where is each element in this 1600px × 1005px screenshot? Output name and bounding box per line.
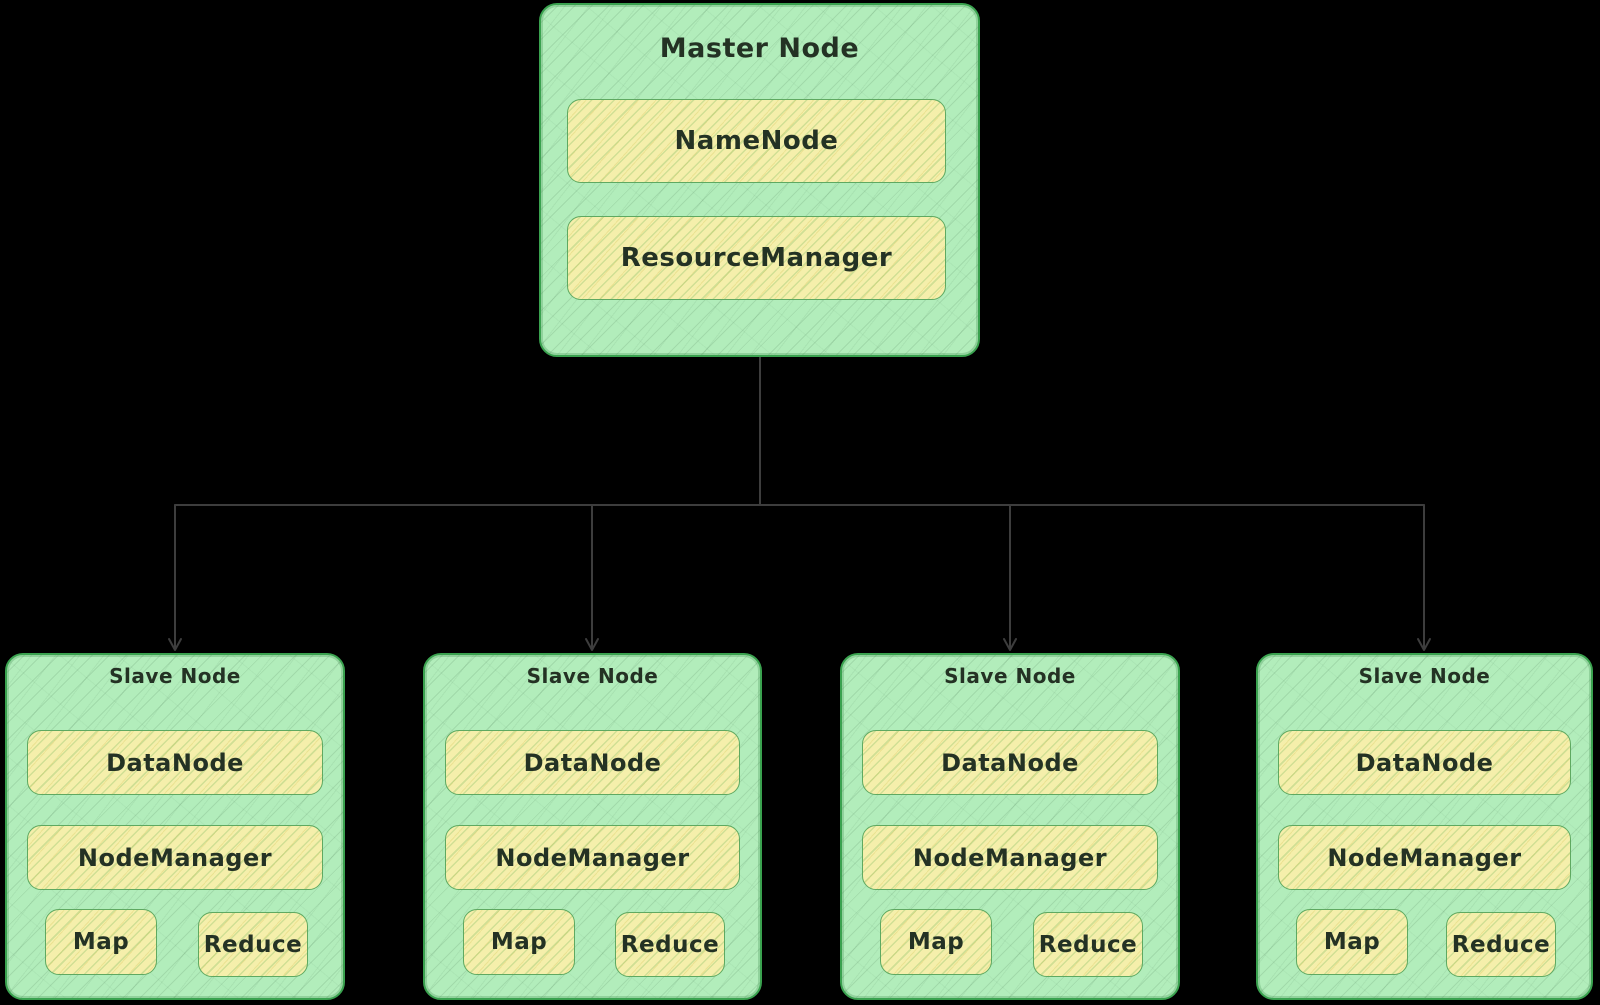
component-resourcemanager: ResourceManager [567,216,946,300]
component-label: DataNode [941,748,1079,777]
component-nodemanager: NodeManager [862,825,1158,890]
component-label: NodeManager [495,843,690,872]
arrowhead-down-icon [168,638,182,651]
task-label: Map [907,929,965,955]
component-label: NodeManager [1327,843,1522,872]
task-label: Reduce [1451,931,1551,958]
task-map: Map [463,909,575,975]
arrowhead-down-icon [1003,638,1017,651]
component-namenode: NameNode [567,99,946,183]
task-label: Map [72,929,130,955]
component-label: NodeManager [912,843,1108,872]
component-label: DataNode [106,748,244,777]
node-master: Master Node NameNode ResourceManager [539,3,980,357]
task-label: Map [1323,929,1381,955]
slave-node-title: Slave Node [109,664,241,688]
node-slave-4: Slave Node DataNode NodeManager Map Redu… [1256,653,1593,1000]
component-datanode: DataNode [862,730,1158,795]
arrowhead-down-icon [585,638,599,651]
task-label: Map [490,929,548,955]
task-label: Reduce [620,931,720,958]
component-datanode: DataNode [1278,730,1571,795]
component-datanode: DataNode [27,730,323,795]
component-label: NameNode [674,126,839,156]
task-reduce: Reduce [615,912,725,977]
node-slave-3: Slave Node DataNode NodeManager Map Redu… [840,653,1180,1000]
component-label: DataNode [523,748,662,777]
slave-node-title: Slave Node [1358,664,1491,688]
component-nodemanager: NodeManager [27,825,323,890]
slave-node-title: Slave Node [944,664,1076,688]
component-label: DataNode [1355,748,1494,777]
component-nodemanager: NodeManager [445,825,740,890]
slave-node-title: Slave Node [526,664,659,688]
node-slave-2: Slave Node DataNode NodeManager Map Redu… [423,653,762,1000]
task-map: Map [880,909,992,975]
task-reduce: Reduce [1446,912,1556,977]
component-datanode: DataNode [445,730,740,795]
task-label: Reduce [1038,931,1138,958]
task-reduce: Reduce [1033,912,1143,977]
component-label: NodeManager [77,843,273,872]
node-slave-1: Slave Node DataNode NodeManager Map Redu… [5,653,345,1000]
task-map: Map [45,909,157,975]
master-node-title: Master Node [659,33,860,64]
component-nodemanager: NodeManager [1278,825,1571,890]
task-label: Reduce [203,931,303,958]
arrowhead-down-icon [1417,638,1431,651]
component-label: ResourceManager [620,243,893,273]
task-map: Map [1296,909,1408,975]
task-reduce: Reduce [198,912,308,977]
